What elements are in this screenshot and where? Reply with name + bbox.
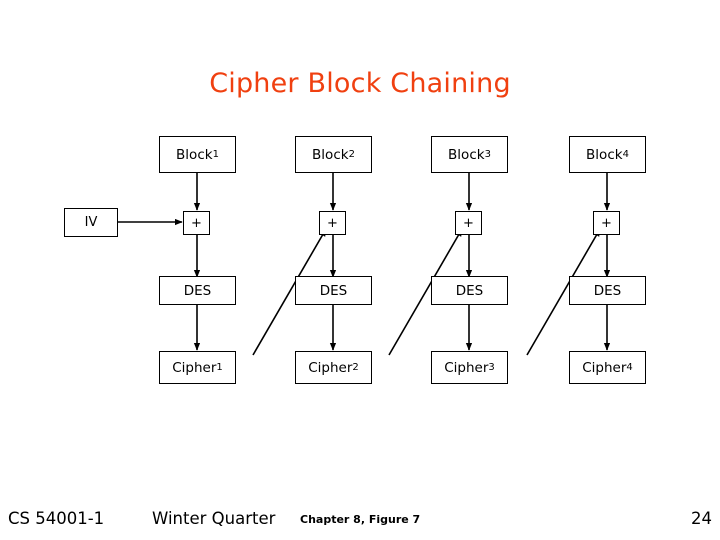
des-4-label: DES	[593, 282, 622, 299]
des-2: DES	[295, 276, 372, 305]
xor-4: +	[593, 211, 620, 235]
footer-page-number: 24	[691, 509, 712, 528]
iv-box: IV	[64, 208, 118, 237]
block-4-label: Block	[586, 146, 623, 163]
xor-3: +	[455, 211, 482, 235]
des-1: DES	[159, 276, 236, 305]
xor-4-symbol: +	[601, 215, 612, 231]
block-4-subscript: 4	[622, 149, 629, 160]
footer-term: Winter Quarter	[152, 509, 276, 528]
des-4: DES	[569, 276, 646, 305]
block-3-label: Block	[448, 146, 485, 163]
xor-2: +	[319, 211, 346, 235]
iv-label: IV	[84, 215, 98, 230]
cipher-2-subscript: 2	[352, 362, 359, 373]
block-1-subscript: 1	[212, 149, 219, 160]
des-3-label: DES	[455, 282, 484, 299]
cipher-2-label: Cipher	[308, 359, 353, 376]
cipher-4-label: Cipher	[582, 359, 627, 376]
cipher-1-label: Cipher	[172, 359, 217, 376]
block-3-subscript: 3	[484, 149, 491, 160]
cipher-4-subscript: 4	[626, 362, 633, 373]
xor-1: +	[183, 211, 210, 235]
page-title: Cipher Block Chaining	[209, 68, 511, 99]
footer-figure-caption: Chapter 8, Figure 7	[300, 513, 421, 526]
footer-course: CS 54001-1	[8, 509, 105, 528]
xor-1-symbol: +	[191, 215, 202, 231]
block-2-subscript: 2	[348, 149, 355, 160]
block-1-label: Block	[176, 146, 213, 163]
des-3: DES	[431, 276, 508, 305]
xor-3-symbol: +	[463, 215, 474, 231]
cipher-1-subscript: 1	[216, 362, 223, 373]
cipher-3-label: Cipher	[444, 359, 489, 376]
cipher-3-subscript: 3	[488, 362, 495, 373]
des-1-label: DES	[183, 282, 212, 299]
xor-2-symbol: +	[327, 215, 338, 231]
block-2-label: Block	[312, 146, 349, 163]
des-2-label: DES	[319, 282, 348, 299]
